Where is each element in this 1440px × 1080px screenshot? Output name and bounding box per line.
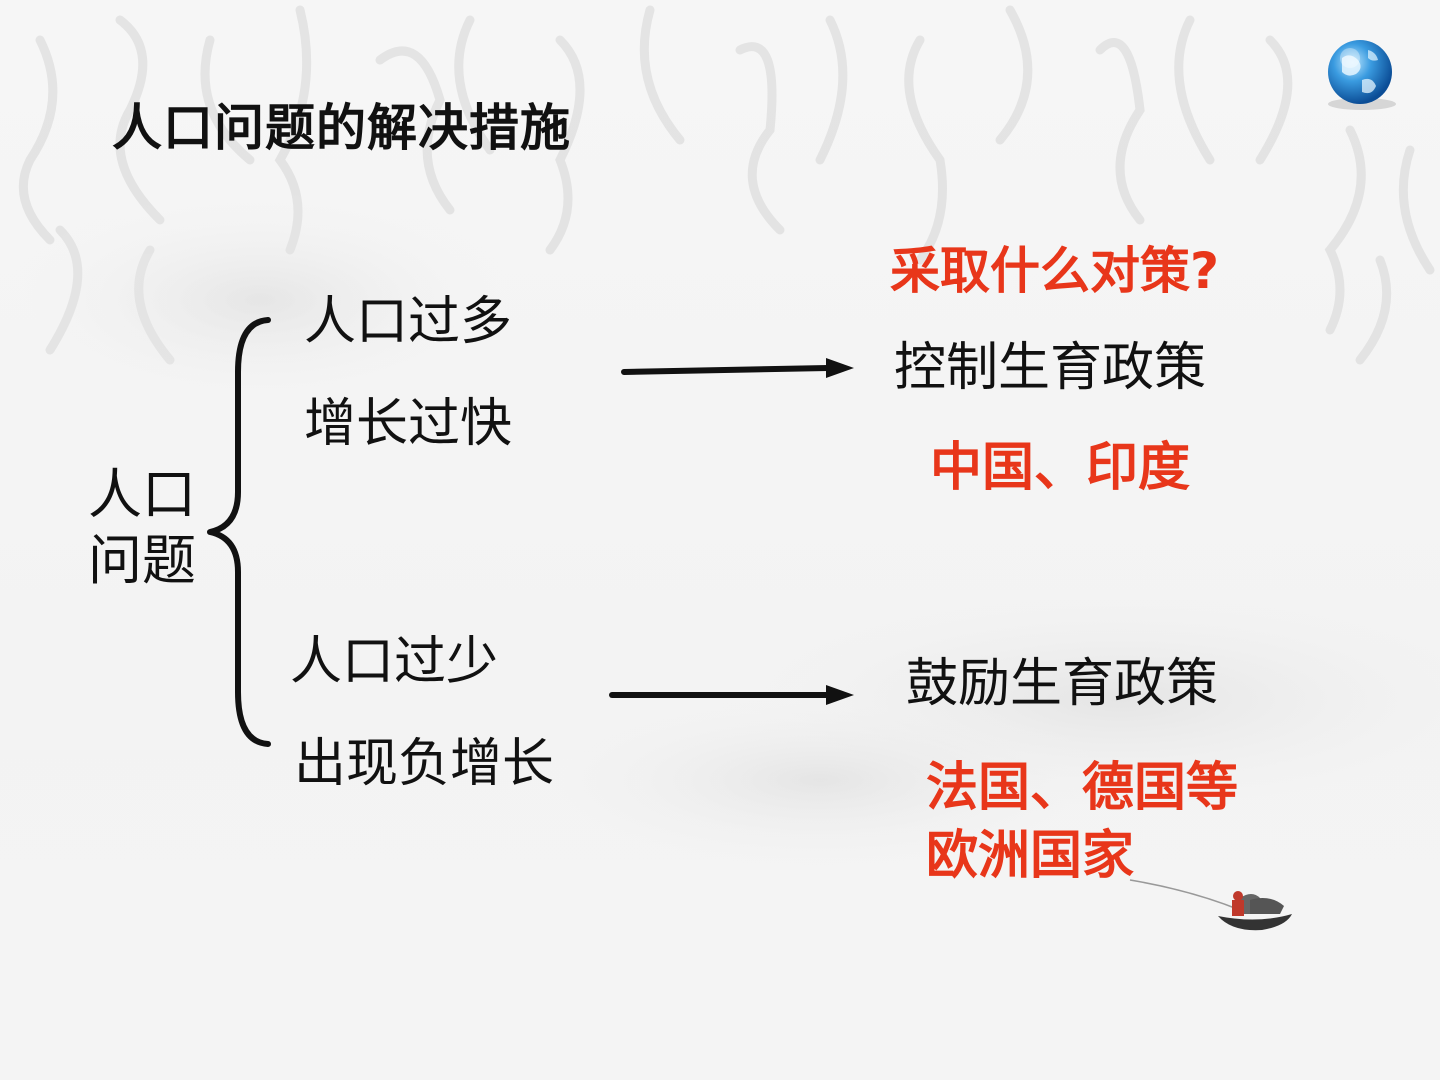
slide-title: 人口问题的解决措施 [112, 99, 571, 157]
globe-icon [1328, 40, 1396, 110]
arrow-icon [609, 685, 854, 705]
root-label-line: 人口 [88, 463, 196, 526]
ink-mist [0, 190, 520, 410]
ink-mist [520, 690, 1120, 870]
policy-text: 控制生育政策 [894, 338, 1207, 398]
condition-text: 人口过多 [304, 292, 513, 352]
condition-text: 增长过快 [304, 394, 513, 454]
brace-icon [207, 317, 271, 747]
arrow-icon [621, 358, 854, 378]
example-text: 中国、印度 [930, 438, 1191, 498]
boat-icon [1129, 879, 1292, 931]
root-label-line: 问题 [88, 529, 196, 592]
policy-text: 鼓励生育政策 [906, 654, 1219, 714]
condition-text: 人口过少 [290, 632, 499, 692]
question-text: 采取什么对策? [890, 242, 1220, 300]
root-label: 人口 问题 [88, 462, 208, 594]
condition-text: 出现负增长 [294, 734, 555, 794]
example-text: 法国、德国等 [926, 758, 1239, 818]
example-text: 欧洲国家 [926, 826, 1135, 886]
